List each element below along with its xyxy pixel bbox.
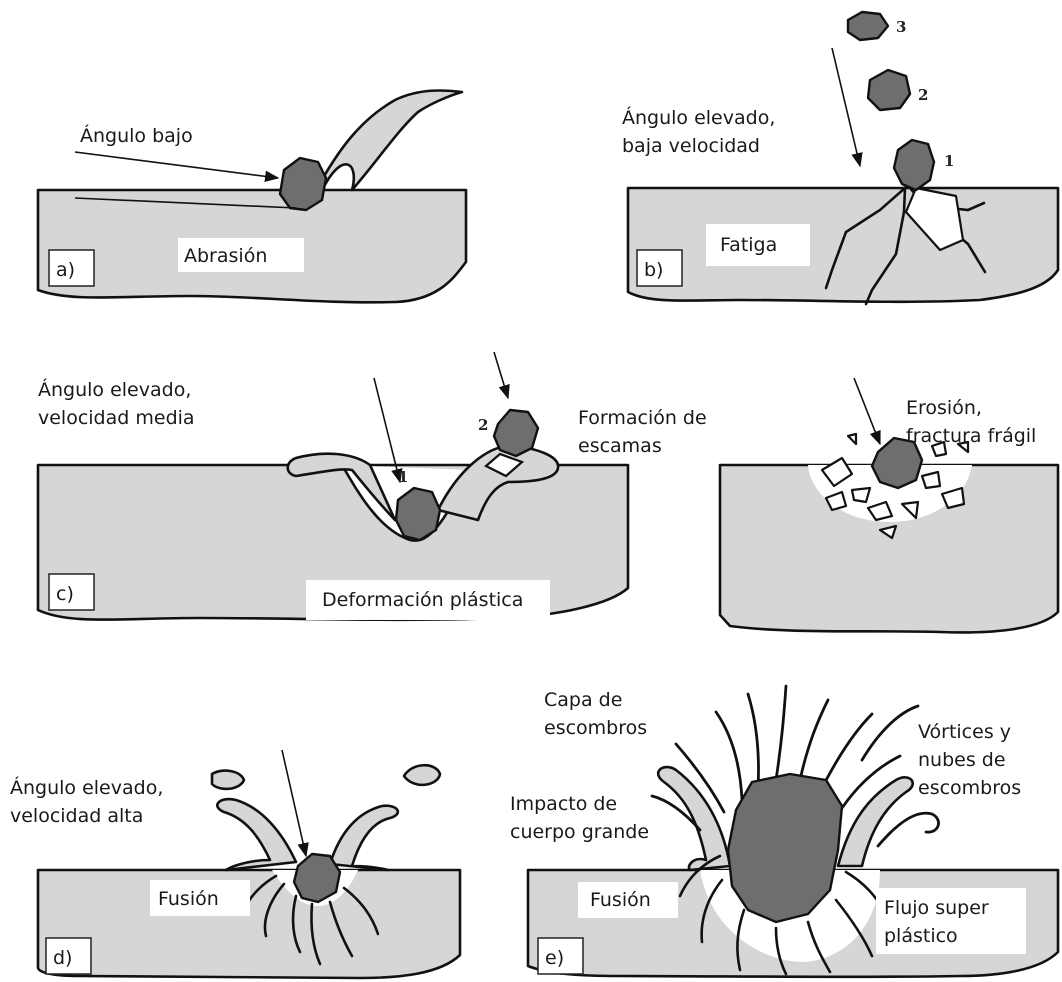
panel-a: Ángulo bajo Abrasión a) [38,90,466,302]
particle [294,854,340,902]
particle-number-3: 3 [896,18,906,36]
melt-droplet [404,765,440,785]
impact-label-line-1: Impacto de [510,793,617,815]
panel-d: Ángulo elevado, velocidad alta Fusión d) [10,750,460,978]
panel-e: Capa de escombros Vórtices y nubes de es… [510,686,1058,977]
particle-1 [894,140,934,190]
melt-splash [217,799,296,870]
incidence-arrow [832,48,860,166]
ground-block [628,188,1058,302]
particle-number-2: 2 [478,416,488,434]
left-splash [658,767,730,870]
brittle-label-line-1: Erosión, [906,397,982,419]
incidence-arrow [282,750,306,856]
melt-splash [330,806,398,870]
incidence-arrow [854,378,880,444]
condition-line-1: Ángulo elevado, [622,106,775,129]
debris-streak [748,694,759,788]
particle-3 [848,12,888,40]
incidence-arrow [75,152,278,178]
mechanism-label: Fusión [158,888,219,910]
panel-tag: b) [644,259,663,281]
brittle-label-line-2: fractura frágil [906,425,1036,447]
flake-label-line-1: Formación de [578,407,707,429]
condition-line-1: Ángulo elevado, [10,776,163,799]
debris-label-line-2: escombros [544,717,647,739]
particle-number-1: 1 [398,468,408,486]
particle-2 [868,70,910,110]
abrasion-particle [280,158,326,210]
angle-label: Ángulo bajo [80,124,193,147]
incidence-arrow-2 [494,352,508,398]
panel-c-brittle: Erosión, fractura frágil [720,378,1058,632]
condition-line-2: baja velocidad [622,135,760,157]
condition-line-2: velocidad media [38,407,195,429]
panel-b: 1 2 3 Ángulo elevado, baja velocidad Fat… [622,12,1058,304]
mechanism-label: Abrasión [184,245,267,267]
panel-tag: c) [56,583,74,605]
panel-c: 1 2 Ángulo elevado, velocidad media Form… [38,352,707,620]
vortex-label-line-3: escombros [918,777,1021,799]
particle-2 [494,410,538,456]
vortex-label-line-2: nubes de [918,749,1006,771]
melt-droplet [212,771,244,789]
debris-streak [776,686,786,780]
particle-number-2: 2 [918,86,928,104]
debris-label-line-1: Capa de [544,689,622,711]
condition-line-1: Ángulo elevado, [38,378,191,401]
mechanism-label: Deformación plástica [322,589,523,611]
vortex-label-line-1: Vórtices y [918,721,1011,743]
panel-tag: e) [545,947,564,969]
brittle-fragment [922,472,940,488]
panel-tag: a) [56,259,75,281]
melt-label: Fusión [590,889,651,911]
flake-label-line-2: escamas [578,435,662,457]
panel-tag: d) [53,947,72,969]
flow-label-line-2: plástico [884,925,958,947]
brittle-fragment [852,488,870,502]
abrasion-chip [315,90,462,195]
vortex-streak [878,813,939,846]
brittle-fragment [848,434,856,444]
particle-number-1: 1 [944,152,954,170]
particle-1 [396,488,440,540]
impact-label-line-2: cuerpo grande [510,821,649,843]
flow-label-line-1: Flujo super [884,897,989,919]
condition-line-2: velocidad alta [10,805,143,827]
debris-streak [716,712,742,800]
debris-streak [800,700,828,780]
mechanism-label: Fatiga [720,234,777,256]
